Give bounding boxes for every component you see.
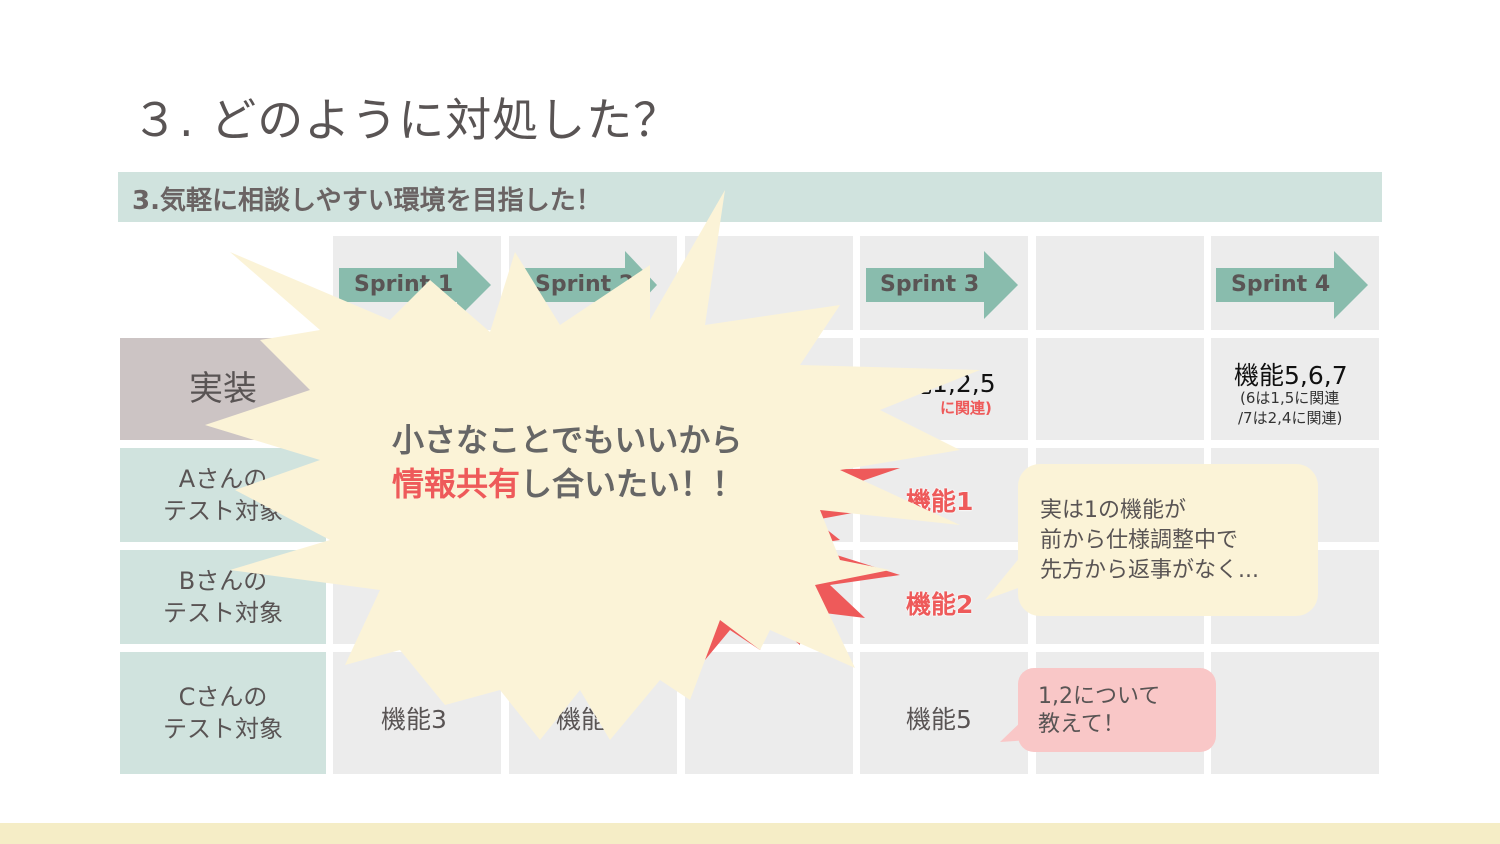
- footer-band: [0, 823, 1500, 844]
- row-header-label: 実装: [189, 369, 257, 409]
- burst-rest: し合いたい！！: [520, 465, 745, 503]
- grid-cell: [685, 236, 853, 330]
- row-header-label: テスト対象: [163, 497, 283, 525]
- row-header-c: Cさんのテスト対象: [120, 652, 326, 774]
- row-header-b: Bさんのテスト対象: [120, 550, 326, 644]
- impl-sprint4-note-1: (6は1,5に関連: [1240, 389, 1340, 407]
- grid-cell: [333, 550, 501, 644]
- row-header-label: Aさんの: [178, 465, 268, 493]
- row-header-label: Bさんの: [178, 567, 268, 595]
- yellow-bubble-line1: 実は1の機能が: [1040, 498, 1186, 523]
- row-header-label: テスト対象: [163, 715, 283, 743]
- grid-cell: [1211, 338, 1379, 440]
- slide-title: ３. どのように対処した？: [132, 93, 681, 147]
- red-burst-partial-text: 能: [722, 596, 745, 621]
- c-sprint3-feature: 機能5: [906, 705, 972, 734]
- yellow-speech-bubble: [1018, 464, 1318, 616]
- impl-sprint3-note: に関連): [940, 399, 992, 417]
- c-sprint1-feature: 機能3: [381, 705, 447, 734]
- section-banner-text: 3.気軽に相談しやすい環境を目指した！: [132, 186, 602, 216]
- grid-cell: [1211, 652, 1379, 774]
- row-header-label: テスト対象: [163, 599, 283, 627]
- row-header-a: Aさんのテスト対象: [120, 448, 326, 542]
- impl-sprint4-features: 機能5,6,7: [1234, 361, 1348, 390]
- yellow-bubble-line3: 先方から返事がなく...: [1040, 558, 1259, 583]
- b-sprint2-partial: 機: [568, 592, 588, 616]
- burst-message-line1: 小さなことでもいいから: [392, 421, 743, 459]
- grid-cell: [685, 652, 853, 774]
- impl-sprint3-features: 機能1,2,5: [882, 369, 996, 398]
- pink-speech-bubble: [1018, 668, 1216, 752]
- impl-sprint1-partial: 機: [355, 381, 381, 410]
- a-sprint3-feature: 機能1: [906, 487, 974, 516]
- burst-highlight: 情報共有: [392, 465, 521, 503]
- pink-bubble-line2: 教えて！: [1038, 712, 1125, 737]
- row-header-label: Cさんの: [178, 683, 268, 711]
- row-header-impl: 実装: [120, 338, 326, 440]
- c-sprint2-feature: 機能4: [556, 705, 622, 734]
- grid-cell: [1036, 236, 1204, 330]
- grid-cell: [1036, 338, 1204, 440]
- grid-cell: [509, 550, 677, 644]
- sprint-4-label: Sprint 4: [1231, 272, 1331, 297]
- sprint-1-label: Sprint 1: [354, 272, 454, 297]
- grid-cell: [685, 550, 853, 644]
- b-sprint3-feature: 機能2: [906, 590, 974, 619]
- sprint-4-arrow: [1216, 251, 1368, 319]
- burst-message-line2: 情報共有し合いたい！！: [392, 462, 744, 506]
- impl-sprint4-note-2: /7は2,4に関連): [1238, 409, 1343, 427]
- yellow-bubble-line2: 前から仕様調整中で: [1040, 528, 1239, 553]
- sprint-2-label: Sprint 2: [535, 272, 635, 297]
- sprint-3-label: Sprint 3: [880, 272, 980, 297]
- b-sprint1-partial: 機: [380, 590, 406, 619]
- pink-bubble-line1: 1,2について: [1038, 684, 1161, 709]
